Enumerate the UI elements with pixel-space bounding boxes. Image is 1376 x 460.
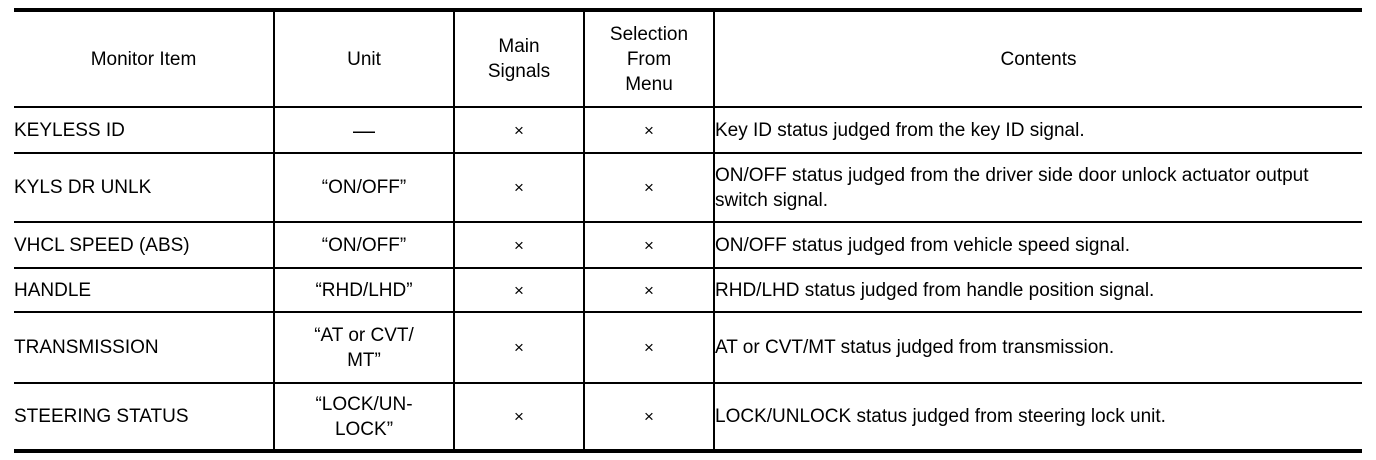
table-row: TRANSMISSION “AT or CVT/ MT” × × AT or C…: [14, 311, 1362, 384]
cell-unit: “ON/OFF”: [273, 221, 455, 269]
cell-main-signals: ×: [453, 267, 585, 313]
cell-unit: “RHD/LHD”: [273, 267, 455, 313]
cell-selection-from-menu: ×: [583, 267, 715, 313]
cell-unit: “ON/OFF”: [273, 152, 455, 223]
column-header-main-signals-line2: Signals: [487, 61, 551, 82]
cell-monitor-item: STEERING STATUS: [14, 382, 275, 451]
cell-monitor-item: KEYLESS ID: [14, 106, 275, 154]
column-header-selection-from-menu: Selection From Menu: [583, 10, 715, 108]
column-header-selection-line3: Menu: [625, 73, 673, 95]
header-row: Monitor Item Unit Main Signals Selection…: [14, 10, 1362, 108]
column-header-monitor-item-label: Monitor Item: [90, 48, 197, 70]
column-header-main-signals-line1: Main: [498, 36, 540, 57]
cell-contents: LOCK/UNLOCK status judged from steering …: [713, 382, 1362, 451]
column-header-contents: Contents: [713, 10, 1362, 108]
cell-main-signals: ×: [453, 311, 585, 384]
table-row: HANDLE “RHD/LHD” × × RHD/LHD status judg…: [14, 267, 1362, 313]
cell-selection-from-menu: ×: [583, 221, 715, 269]
column-header-selection-line1: Selection: [609, 23, 689, 45]
table-row: STEERING STATUS “LOCK/UN- LOCK” × × LOCK…: [14, 382, 1362, 451]
cell-contents: RHD/LHD status judged from handle positi…: [713, 267, 1362, 313]
cell-monitor-item: HANDLE: [14, 267, 275, 313]
cell-main-signals: ×: [453, 382, 585, 451]
table-row: KYLS DR UNLK “ON/OFF” × × ON/OFF status …: [14, 152, 1362, 223]
table-body: KEYLESS ID — × × Key ID status judged fr…: [14, 106, 1362, 451]
cell-unit: “AT or CVT/ MT”: [273, 311, 455, 384]
cell-monitor-item: VHCL SPEED (ABS): [14, 221, 275, 269]
cell-unit: —: [273, 106, 455, 154]
table-row: KEYLESS ID — × × Key ID status judged fr…: [14, 106, 1362, 154]
cell-contents: ON/OFF status judged from vehicle speed …: [713, 221, 1362, 269]
cell-main-signals: ×: [453, 221, 585, 269]
cell-selection-from-menu: ×: [583, 106, 715, 154]
column-header-selection-line2: From: [626, 48, 672, 70]
column-header-unit: Unit: [273, 10, 455, 108]
table-header: Monitor Item Unit Main Signals Selection…: [14, 10, 1362, 108]
column-header-unit-label: Unit: [347, 48, 381, 70]
cell-main-signals: ×: [453, 152, 585, 223]
column-header-main-signals: Main Signals: [453, 10, 585, 108]
cell-unit-line1: “AT or CVT/: [314, 324, 414, 346]
cell-main-signals: ×: [453, 106, 585, 154]
column-header-contents-label: Contents: [1000, 48, 1077, 70]
cell-contents: AT or CVT/MT status judged from transmis…: [713, 311, 1362, 384]
cell-selection-from-menu: ×: [583, 152, 715, 223]
cell-unit: “LOCK/UN- LOCK”: [273, 382, 455, 451]
cell-selection-from-menu: ×: [583, 311, 715, 384]
cell-monitor-item: TRANSMISSION: [14, 311, 275, 384]
cell-unit-line2: MT”: [347, 349, 381, 371]
cell-contents: ON/OFF status judged from the driver sid…: [713, 152, 1362, 223]
cell-selection-from-menu: ×: [583, 382, 715, 451]
cell-monitor-item: KYLS DR UNLK: [14, 152, 275, 223]
table-row: VHCL SPEED (ABS) “ON/OFF” × × ON/OFF sta…: [14, 221, 1362, 269]
cell-unit-line2: LOCK”: [334, 418, 394, 440]
column-header-monitor-item: Monitor Item: [14, 10, 275, 108]
monitor-item-spec-table: Monitor Item Unit Main Signals Selection…: [14, 8, 1362, 453]
cell-contents: Key ID status judged from the key ID sig…: [713, 106, 1362, 154]
cell-unit-line1: “LOCK/UN-: [315, 393, 413, 415]
